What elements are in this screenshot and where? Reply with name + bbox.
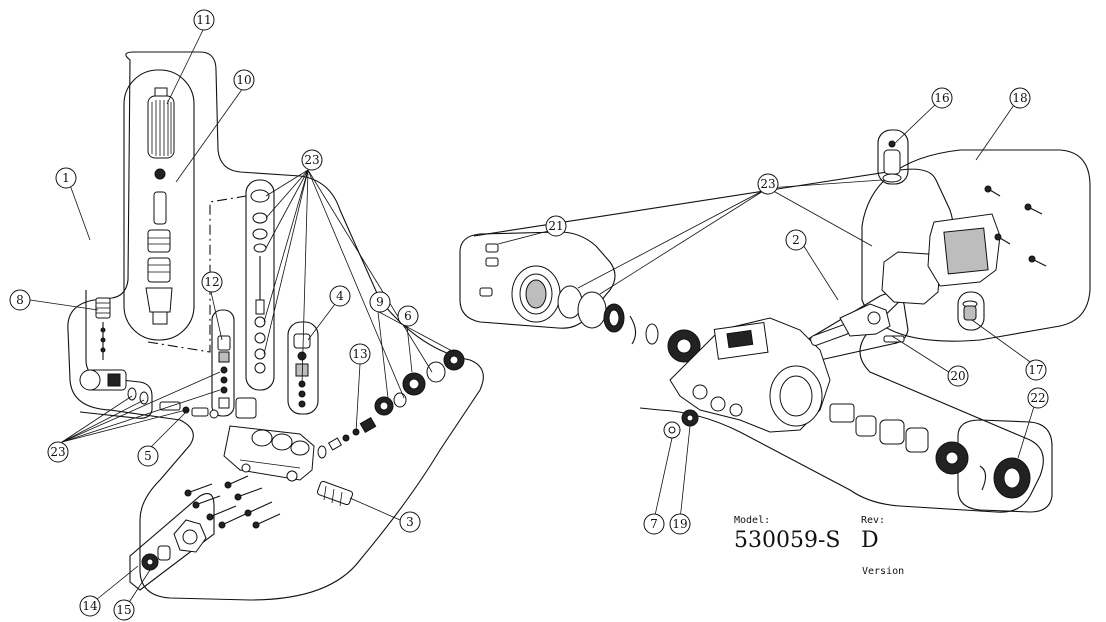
svg-text:6: 6 (404, 309, 412, 323)
left-group-outlines (67, 51, 484, 601)
svg-text:15: 15 (116, 603, 131, 617)
balloon-8: 8 (9, 289, 31, 311)
svg-text:22: 22 (1030, 391, 1045, 405)
part-12 (217, 335, 231, 409)
balloon-2: 2 (785, 229, 807, 251)
pump-body (667, 317, 831, 433)
svg-text:21: 21 (548, 219, 563, 233)
part-16-17 (882, 140, 978, 321)
balloon-20: 20 (947, 365, 969, 387)
balloon-14: 14 (79, 595, 101, 617)
bolts (184, 475, 281, 529)
balloons: 11 10 1 8 12 23 4 9 6 13 23 5 3 14 15 21… (9, 9, 1049, 621)
svg-text:2: 2 (792, 233, 800, 247)
balloon-5: 5 (137, 445, 159, 467)
part-9-6-seals (374, 349, 465, 416)
svg-text:10: 10 (236, 73, 251, 87)
part-5 (159, 401, 219, 419)
svg-text:20: 20 (950, 369, 965, 383)
svg-text:14: 14 (82, 599, 98, 613)
balloon-10: 10 (233, 69, 255, 91)
svg-text:23: 23 (760, 177, 775, 191)
svg-text:5: 5 (144, 449, 152, 463)
part-7-19 (663, 409, 699, 439)
balloon-1: 1 (55, 167, 77, 189)
svg-text:19: 19 (672, 517, 687, 531)
balloon-19: 19 (669, 513, 691, 535)
part-21 (479, 243, 659, 345)
balloon-18: 18 (1009, 87, 1031, 109)
part-14-15-cap (141, 519, 207, 571)
svg-text:8: 8 (16, 293, 24, 307)
svg-text:17: 17 (1028, 363, 1043, 377)
balloon-9: 9 (369, 291, 391, 313)
svg-text:23: 23 (304, 153, 319, 167)
balloon-17: 17 (1025, 359, 1047, 381)
balloon-23-top: 23 (301, 149, 323, 171)
svg-text:4: 4 (336, 289, 344, 303)
balloon-4: 4 (329, 285, 351, 307)
left-assembly-parts (79, 87, 465, 571)
balloon-22: 22 (1027, 387, 1049, 409)
balloon-23-left: 23 (47, 441, 69, 463)
part-10-valve-stack (145, 168, 173, 325)
manifold-head (223, 397, 315, 482)
balloon-15: 15 (113, 599, 135, 621)
svg-text:7: 7 (650, 517, 658, 531)
part-18-cover (881, 185, 1047, 305)
part-8 (79, 297, 149, 405)
model-value: 530059-S (734, 528, 841, 553)
balloon-13: 13 (349, 343, 371, 365)
svg-text:18: 18 (1012, 91, 1027, 105)
svg-text:12: 12 (204, 275, 219, 289)
svg-text:23: 23 (50, 445, 65, 459)
part-23-column (250, 189, 270, 374)
svg-text:9: 9 (376, 295, 384, 309)
right-group-outlines (459, 129, 1091, 513)
balloon-12: 12 (201, 271, 223, 293)
svg-text:16: 16 (934, 91, 949, 105)
balloon-7: 7 (643, 513, 665, 535)
svg-text:1: 1 (62, 171, 70, 185)
svg-text:11: 11 (196, 13, 211, 27)
svg-text:13: 13 (352, 347, 367, 361)
balloon-23-right: 23 (757, 173, 779, 195)
balloon-16: 16 (931, 87, 953, 109)
right-leaders (497, 101, 1037, 521)
balloon-6: 6 (397, 305, 419, 327)
part-3-fitting (316, 480, 354, 507)
part-20-rod (810, 303, 905, 346)
version-label: Version (862, 566, 905, 577)
rev-label: Rev: (861, 515, 886, 526)
balloon-21: 21 (545, 215, 567, 237)
part-13 (317, 416, 377, 459)
svg-text:3: 3 (406, 515, 414, 529)
balloon-3: 3 (399, 511, 421, 533)
part-11-filter (147, 87, 175, 159)
rev-value: D (861, 528, 879, 553)
right-assembly-parts (479, 140, 1047, 499)
model-label: Model: (734, 515, 771, 526)
balloon-11: 11 (193, 9, 215, 31)
crankshaft (829, 403, 1031, 499)
left-leaders (29, 29, 455, 605)
